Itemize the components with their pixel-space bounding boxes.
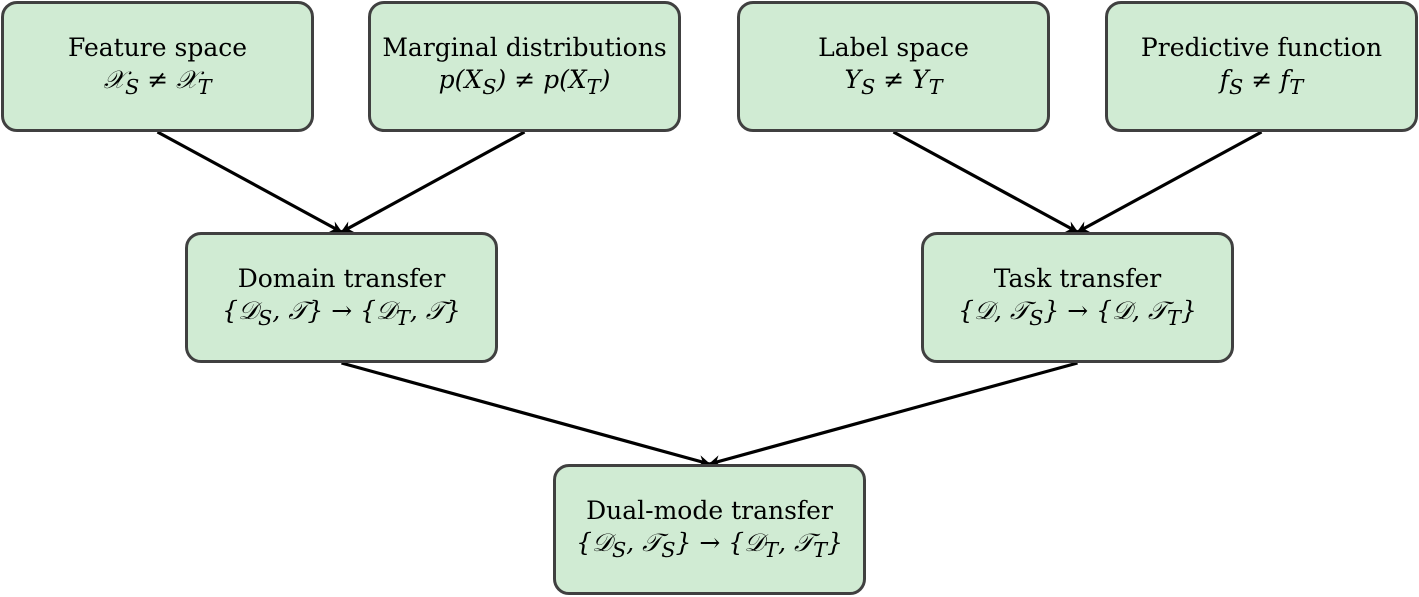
arrow-predictive-function-to-task-transfer — [1076, 130, 1263, 234]
dual-mode-transfer-formula: {𝒟S, 𝒯S} → {𝒟T, 𝒯T} — [576, 528, 843, 563]
feature-space-title: Feature space — [67, 33, 248, 63]
domain-transfer-formula: {𝒟S, 𝒯} → {𝒟T, 𝒯} — [222, 296, 461, 331]
marginal-distributions-node: Marginal distributions p(XS) ≠ p(XT) — [368, 1, 681, 132]
arrow-domain-transfer-to-dual-mode-transfer — [341, 361, 711, 467]
predictive-function-formula: fS ≠ fT — [1219, 65, 1304, 100]
task-transfer-title: Task transfer — [993, 264, 1162, 294]
arrow-task-transfer-to-dual-mode-transfer — [708, 361, 1078, 467]
feature-space-formula: 𝒳S ≠ 𝒳T — [103, 65, 212, 100]
predictive-function-node: Predictive function fS ≠ fT — [1105, 1, 1418, 132]
domain-transfer-title: Domain transfer — [237, 264, 446, 294]
label-space-title: Label space — [818, 33, 969, 63]
arrow-label-space-to-task-transfer — [892, 130, 1079, 234]
arrow-marginal-distributions-to-domain-transfer — [340, 130, 526, 234]
task-transfer-formula: {𝒟, 𝒯S} → {𝒟, 𝒯T} — [958, 296, 1197, 331]
label-space-formula: YS ≠ YT — [844, 65, 943, 100]
predictive-function-title: Predictive function — [1140, 33, 1383, 63]
domain-transfer-node: Domain transfer {𝒟S, 𝒯} → {𝒟T, 𝒯} — [185, 232, 498, 363]
dual-mode-transfer-title: Dual-mode transfer — [586, 496, 833, 526]
marginal-distributions-formula: p(XS) ≠ p(XT) — [438, 65, 611, 100]
label-space-node: Label space YS ≠ YT — [737, 1, 1050, 132]
marginal-distributions-title: Marginal distributions — [382, 33, 667, 63]
dual-mode-transfer-node: Dual-mode transfer {𝒟S, 𝒯S} → {𝒟T, 𝒯T} — [553, 464, 866, 595]
feature-space-node: Feature space 𝒳S ≠ 𝒳T — [1, 1, 314, 132]
arrow-feature-space-to-domain-transfer — [156, 130, 343, 234]
task-transfer-node: Task transfer {𝒟, 𝒯S} → {𝒟, 𝒯T} — [921, 232, 1234, 363]
